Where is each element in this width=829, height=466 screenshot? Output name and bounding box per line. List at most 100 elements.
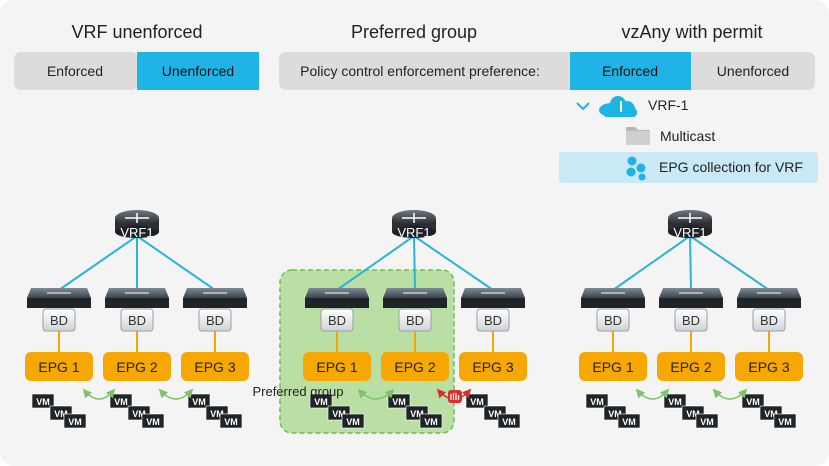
epg-box bbox=[181, 352, 249, 381]
switch-icon bbox=[27, 288, 91, 308]
switch-icon bbox=[105, 288, 169, 308]
network-link bbox=[689, 235, 692, 291]
bd-box bbox=[476, 308, 510, 332]
network-link bbox=[136, 235, 216, 291]
policy-enforcement-toggle: Policy control enforcement preference: E… bbox=[279, 52, 815, 90]
vm-label: VM bbox=[622, 417, 636, 427]
title-preferred-group: Preferred group bbox=[351, 22, 477, 42]
switch-icon bbox=[383, 288, 447, 308]
bd-box bbox=[120, 308, 154, 332]
left-toggle-unenforced-button[interactable] bbox=[137, 52, 259, 90]
bd-box bbox=[320, 308, 354, 332]
router-icon bbox=[115, 210, 159, 238]
tree-epg-collection-label: EPG collection for VRF bbox=[659, 159, 803, 175]
chevron-down-icon[interactable] bbox=[576, 102, 590, 111]
bd-box bbox=[198, 308, 232, 332]
bd-label: BD bbox=[604, 313, 622, 328]
vm-icon: VM bbox=[663, 393, 687, 409]
tree-epg-collection-row[interactable] bbox=[559, 152, 818, 183]
router-label: VRF1 bbox=[397, 225, 430, 240]
vm-label: VM bbox=[764, 409, 778, 419]
vm-label: VM bbox=[36, 397, 50, 407]
bd-label: BD bbox=[328, 313, 346, 328]
epg-box bbox=[735, 352, 803, 381]
vm-label: VM bbox=[424, 417, 438, 427]
switch-icon bbox=[305, 288, 369, 308]
network-link bbox=[413, 235, 494, 291]
epg-box bbox=[459, 352, 527, 381]
left-toggle-enforced-label: Enforced bbox=[47, 63, 103, 79]
bd-box bbox=[398, 308, 432, 332]
vm-label: VM bbox=[192, 397, 206, 407]
epg-label: EPG 3 bbox=[194, 359, 235, 375]
vm-icon: VM bbox=[341, 413, 365, 429]
bd-box bbox=[42, 308, 76, 332]
epg-box bbox=[103, 352, 171, 381]
vm-icon: VM bbox=[741, 393, 765, 409]
deny-hand-icon bbox=[448, 390, 462, 403]
epg-label: EPG 3 bbox=[748, 359, 789, 375]
policy-toggle-unenforced-label[interactable]: Unenforced bbox=[717, 63, 789, 79]
vm-label: VM bbox=[314, 397, 328, 407]
vm-icon: VM bbox=[309, 393, 333, 409]
bd-box bbox=[596, 308, 630, 332]
vm-icon: VM bbox=[141, 413, 165, 429]
bd-label: BD bbox=[484, 313, 502, 328]
bd-label: BD bbox=[206, 313, 224, 328]
title-vrf-unenforced: VRF unenforced bbox=[71, 22, 202, 42]
tree-multicast-label[interactable]: Multicast bbox=[660, 128, 715, 144]
vm-icon: VM bbox=[497, 413, 521, 429]
preferred-group-label: Preferred group bbox=[252, 384, 343, 399]
switch-icon bbox=[737, 288, 801, 308]
vm-label: VM bbox=[590, 397, 604, 407]
vm-label: VM bbox=[470, 397, 484, 407]
epg-label: EPG 3 bbox=[472, 359, 513, 375]
vm-label: VM bbox=[392, 397, 406, 407]
vm-label: VM bbox=[54, 409, 68, 419]
switch-icon bbox=[183, 288, 247, 308]
vrf-tree: VRF-1 Multicast EPG collection for VRF bbox=[559, 96, 818, 183]
vm-icon: VM bbox=[695, 413, 719, 429]
cloud-icon bbox=[599, 96, 637, 117]
vm-label: VM bbox=[146, 417, 160, 427]
vm-label: VM bbox=[668, 397, 682, 407]
vm-icon: VM bbox=[419, 413, 443, 429]
vm-label: VM bbox=[410, 409, 424, 419]
bd-box bbox=[674, 308, 708, 332]
switch-icon bbox=[461, 288, 525, 308]
epg-box bbox=[579, 352, 647, 381]
network-link bbox=[58, 235, 138, 291]
vm-label: VM bbox=[778, 417, 792, 427]
vm-icon: VM bbox=[585, 393, 609, 409]
communication-arrow bbox=[357, 388, 395, 400]
communication-arrow bbox=[82, 388, 116, 400]
left-toggle-enforced-button[interactable] bbox=[14, 52, 138, 90]
vm-icon: VM bbox=[109, 393, 133, 409]
vm-label: VM bbox=[332, 409, 346, 419]
left-toggle-unenforced-label: Unenforced bbox=[162, 63, 234, 79]
vm-label: VM bbox=[346, 417, 360, 427]
vm-label: VM bbox=[114, 397, 128, 407]
bd-label: BD bbox=[760, 313, 778, 328]
communication-arrow bbox=[712, 388, 748, 400]
policy-control-label: Policy control enforcement preference: bbox=[300, 63, 540, 79]
epg-label: EPG 2 bbox=[670, 359, 711, 375]
vm-label: VM bbox=[224, 417, 238, 427]
bd-label: BD bbox=[128, 313, 146, 328]
vm-icon: VM bbox=[31, 393, 55, 409]
bd-label: BD bbox=[406, 313, 424, 328]
tree-vrf-label[interactable]: VRF-1 bbox=[648, 97, 689, 113]
vm-label: VM bbox=[608, 409, 622, 419]
network-link bbox=[612, 235, 691, 291]
vm-label: VM bbox=[686, 409, 700, 419]
policy-toggle-enforced-button[interactable] bbox=[570, 52, 691, 90]
network-link bbox=[689, 235, 770, 291]
network-link bbox=[413, 235, 416, 291]
epg-box bbox=[25, 352, 93, 381]
vm-label: VM bbox=[488, 409, 502, 419]
bd-label: BD bbox=[50, 313, 68, 328]
